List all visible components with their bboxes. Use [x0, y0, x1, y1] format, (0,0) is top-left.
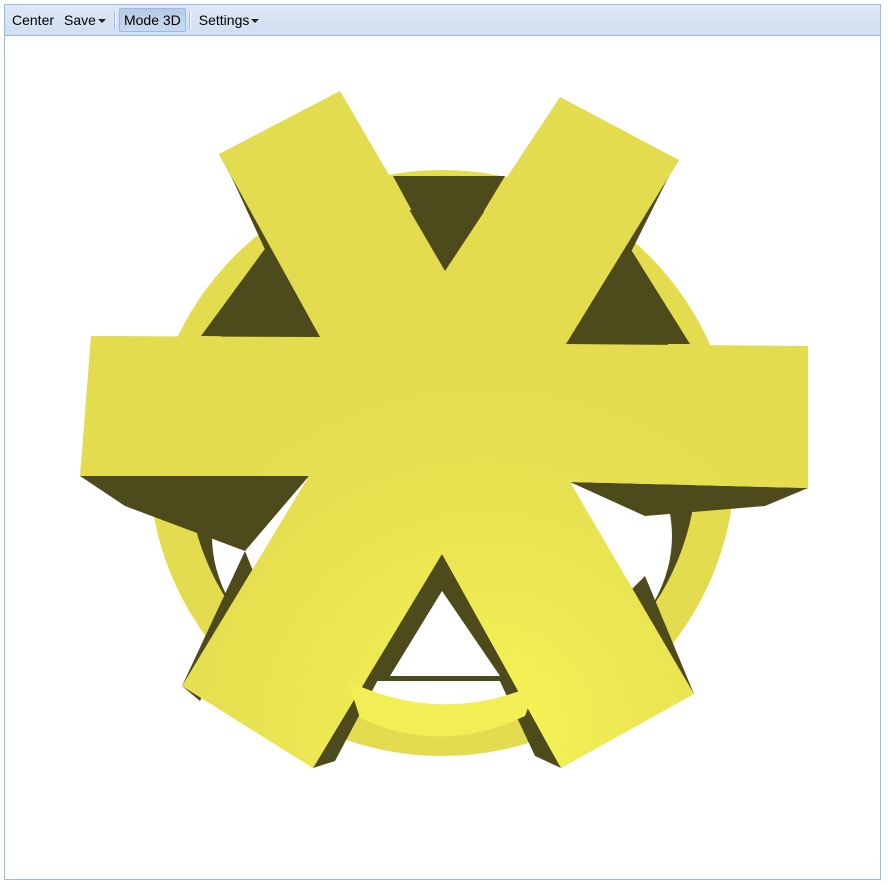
inner-holes	[201, 176, 690, 681]
mode-3d-label: Mode 3D	[123, 12, 181, 28]
3d-viewport[interactable]	[5, 36, 880, 879]
viewer-window: Center Save Mode 3D Settings	[4, 4, 881, 880]
save-button-label: Save	[64, 12, 96, 28]
toolbar: Center Save Mode 3D Settings	[5, 5, 880, 36]
mode-3d-toggle[interactable]: Mode 3D	[118, 8, 186, 32]
settings-button-label: Settings	[198, 12, 250, 28]
center-button[interactable]: Center	[7, 8, 59, 32]
3d-render-canvas[interactable]	[5, 36, 880, 879]
toolbar-separator	[188, 11, 191, 29]
ring-front-arc	[348, 681, 537, 737]
save-button[interactable]: Save	[59, 8, 111, 32]
dropdown-arrow-icon	[251, 19, 260, 23]
center-button-label: Center	[12, 12, 55, 28]
dropdown-arrow-icon	[97, 19, 106, 23]
toolbar-separator	[113, 11, 116, 29]
settings-button[interactable]: Settings	[194, 8, 265, 32]
